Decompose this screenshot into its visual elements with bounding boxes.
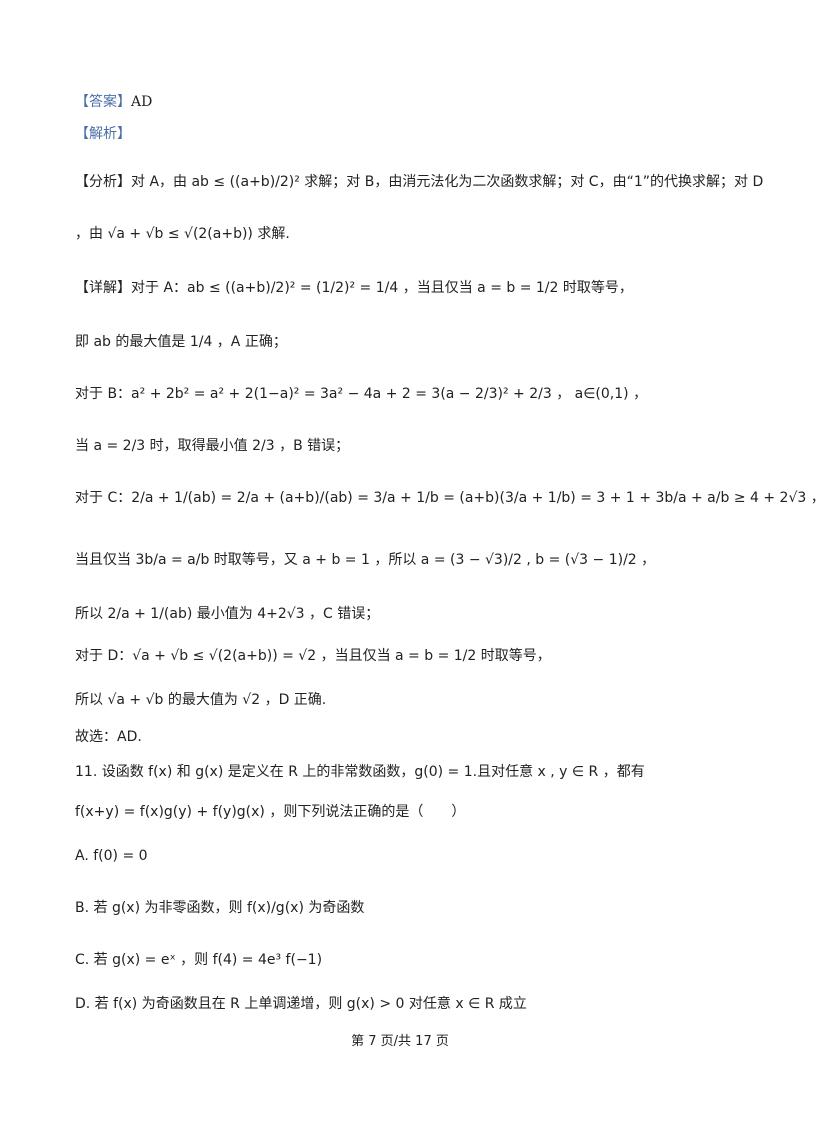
- a-conclusion: 即 ab 的最大值是 1/4 ，A 正确；: [75, 334, 287, 350]
- detail-b: 对于 B：a² + 2b² = a² + 2(1−a)² = 3a² − 4a …: [75, 386, 648, 402]
- c-equality: 当且仅当 3b/a = a/b 时取等号，又 a + b = 1 ，所以 a =…: [75, 552, 656, 568]
- detail-a: 【详解】对于 A：ab ≤ ((a+b)/2)² = (1/2)² = 1/4 …: [75, 280, 633, 296]
- fenxi-line: 【分析】对 A，由 ab ≤ ((a+b)/2)² 求解；对 B，由消元法化为二…: [75, 174, 764, 190]
- page-footer: 第 7 页/共 17 页: [351, 1034, 449, 1049]
- d-conclusion: 所以 √a + √b 的最大值为 √2 ，D 正确.: [75, 692, 327, 708]
- option-a: A. f(0) = 0: [75, 848, 148, 864]
- choose-line: 故选：AD.: [75, 729, 142, 745]
- b-conclusion: 当 a = 2/3 时，取得最小值 2/3 ，B 错误；: [75, 438, 350, 454]
- answer-line: 【答案】AD: [75, 92, 152, 112]
- option-b: B. 若 g(x) 为非零函数，则 f(x)/g(x) 为奇函数: [75, 900, 365, 916]
- question-11-line1: 11. 设函数 f(x) 和 g(x) 是定义在 R 上的非常数函数，g(0) …: [75, 764, 645, 780]
- detail-c: 对于 C：2/a + 1/(ab) = 2/a + (a+b)/(ab) = 3…: [75, 490, 825, 506]
- question-11-line2: f(x+y) = f(x)g(y) + f(y)g(x) ，则下列说法正确的是（…: [75, 804, 466, 820]
- option-d: D. 若 f(x) 为奇函数且在 R 上单调递增，则 g(x) > 0 对任意 …: [75, 996, 527, 1012]
- answer-label: 【答案】: [75, 94, 131, 110]
- answer-value: AD: [131, 94, 153, 110]
- c-conclusion: 所以 2/a + 1/(ab) 最小值为 4+2√3 ，C 错误；: [75, 606, 380, 622]
- fenxi-continued: ，由 √a + √b ≤ √(2(a+b)) 求解.: [75, 226, 290, 242]
- option-c: C. 若 g(x) = eˣ ，则 f(4) = 4e³ f(−1): [75, 952, 323, 968]
- analysis-label: 【解析】: [75, 126, 131, 142]
- detail-d: 对于 D：√a + √b ≤ √(2(a+b)) = √2 ，当且仅当 a = …: [75, 648, 551, 664]
